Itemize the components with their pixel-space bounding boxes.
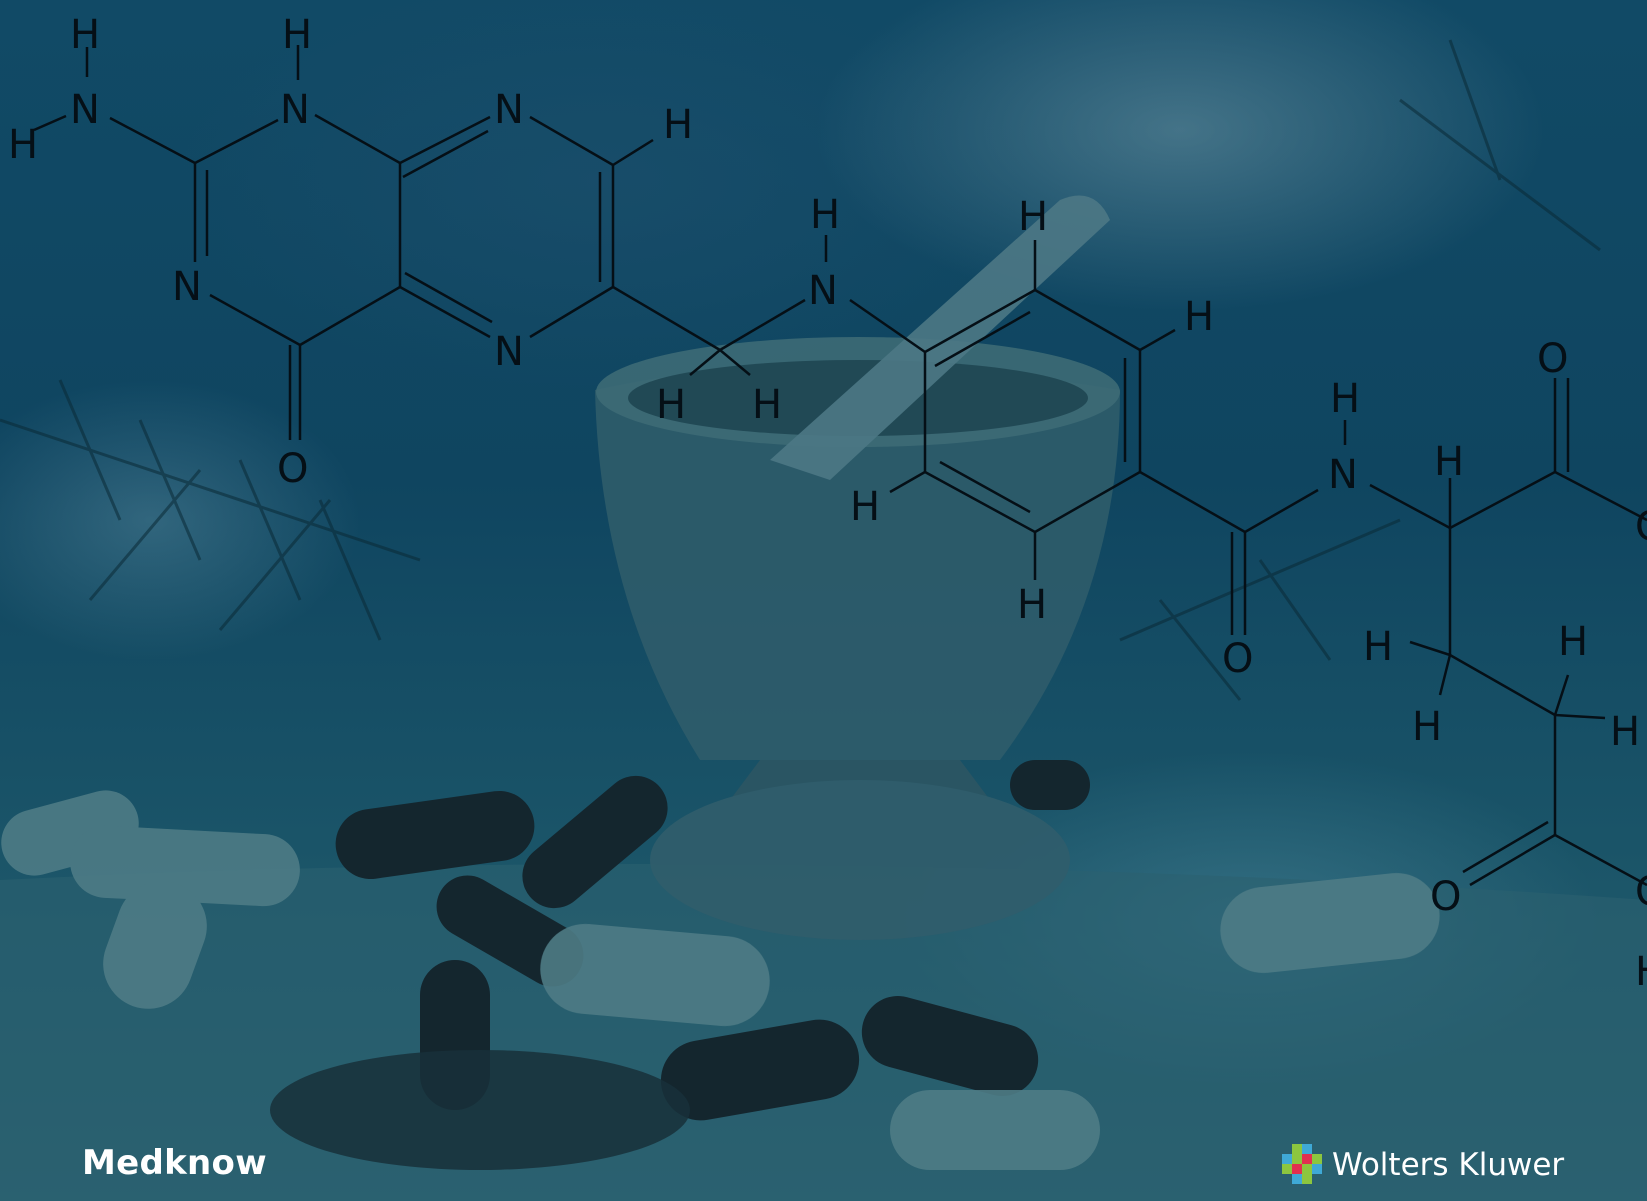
atom-h4: H	[663, 102, 693, 148]
atom-partial-h: H	[1635, 949, 1647, 995]
atom-n7: N	[1328, 452, 1358, 498]
atom-h13: H	[1434, 439, 1464, 485]
atom-h2: H	[8, 122, 38, 168]
atom-h10: H	[850, 484, 880, 530]
atom-h16: H	[1558, 619, 1588, 665]
atom-h7: H	[752, 382, 782, 428]
atom-o1: O	[277, 446, 308, 492]
atom-n1: N	[70, 87, 100, 133]
atom-n3: N	[494, 87, 524, 133]
atom-partial-o1: O	[1635, 504, 1647, 550]
atom-n5: N	[494, 329, 524, 375]
medknow-brand: Medknow	[82, 1143, 267, 1183]
atom-h3: H	[282, 12, 312, 58]
atom-partial-o2: O	[1635, 869, 1647, 915]
atom-h8: H	[1018, 194, 1048, 240]
atom-n6: N	[808, 268, 838, 314]
atom-n4: N	[172, 264, 202, 310]
atom-h15: H	[1412, 704, 1442, 750]
atom-o3: O	[1537, 336, 1568, 382]
atom-h17: H	[1610, 709, 1640, 755]
wolters-kluwer-brand: Wolters Kluwer	[1282, 1142, 1564, 1188]
wolters-kluwer-logo-icon	[1282, 1144, 1322, 1184]
atom-h12: H	[1330, 376, 1360, 422]
atom-o4: O	[1430, 874, 1461, 920]
atom-h1: H	[70, 12, 100, 58]
atom-h11: H	[1017, 582, 1047, 628]
atom-n2: N	[280, 87, 310, 133]
atom-h14: H	[1363, 624, 1393, 670]
atom-h5: H	[810, 192, 840, 238]
atom-h6: H	[656, 382, 686, 428]
wolters-kluwer-label: Wolters Kluwer	[1332, 1147, 1565, 1183]
atom-o2: O	[1222, 636, 1253, 682]
atom-h9: H	[1184, 294, 1214, 340]
